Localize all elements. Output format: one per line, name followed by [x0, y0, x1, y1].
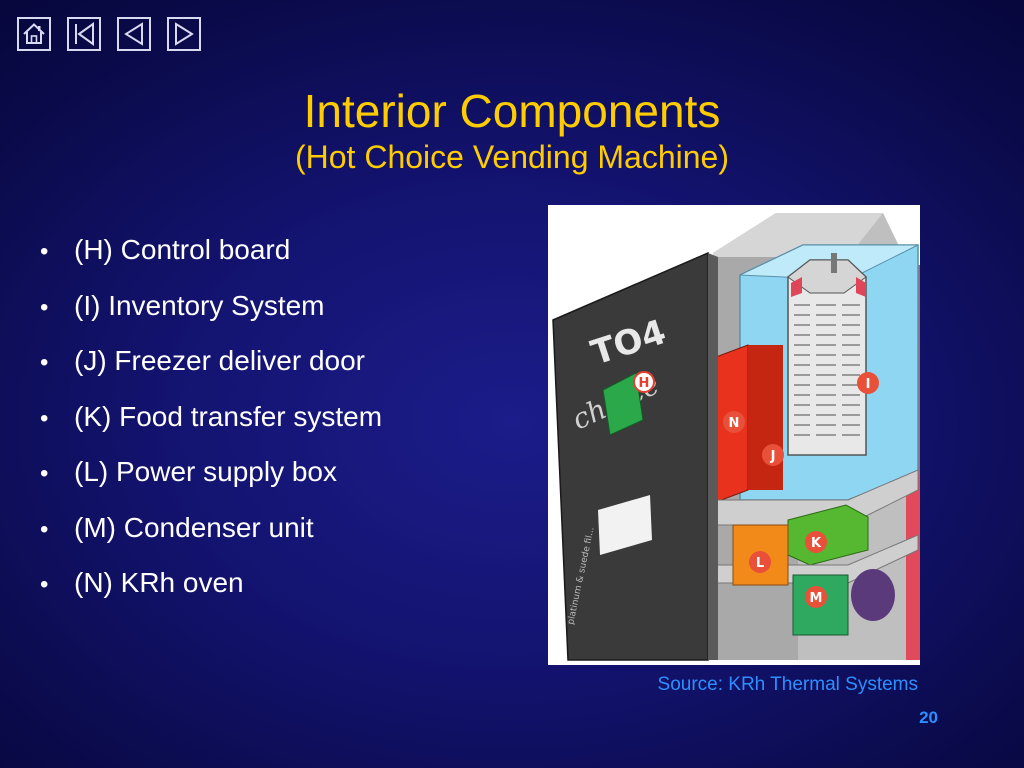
svg-text:N: N — [729, 416, 740, 431]
bullet-item: • (I) Inventory System — [40, 278, 382, 334]
callout-badges: H I J K L M N — [633, 371, 879, 608]
previous-slide-button[interactable] — [117, 17, 151, 51]
door-edge — [708, 253, 718, 660]
first-slide-button[interactable] — [67, 17, 101, 51]
svg-text:J: J — [770, 449, 776, 464]
control-board — [602, 372, 644, 436]
bullet-text: (J) Freezer deliver door — [74, 345, 365, 376]
title-block: Interior Components (Hot Choice Vending … — [0, 85, 1024, 177]
callout-j: J — [762, 444, 784, 466]
callout-l: L — [749, 551, 771, 573]
svg-text:K: K — [811, 536, 822, 551]
slide-navigation — [17, 17, 201, 51]
bullet-marker: • — [40, 515, 49, 543]
svg-text:I: I — [866, 377, 871, 392]
home-button[interactable] — [17, 17, 51, 51]
svg-text:H: H — [639, 376, 650, 391]
bullet-item: • (L) Power supply box — [40, 444, 382, 500]
home-icon — [23, 23, 45, 44]
bullet-marker: • — [40, 460, 49, 487]
callout-n: N — [723, 411, 745, 433]
bullet-text: (K) Food transfer system — [74, 400, 383, 432]
slide-title: Interior Components — [303, 85, 721, 137]
vending-machine-drawing: TO4 choice platinum & suede fil... H I J… — [552, 213, 920, 661]
bullet-item: • (H) Control board — [40, 222, 382, 278]
svg-text:L: L — [756, 556, 764, 571]
bullet-item: • (M) Condenser unit — [40, 500, 382, 556]
bullet-marker: • — [40, 238, 49, 265]
bullet-marker: • — [40, 404, 49, 432]
bullet-item: • (J) Freezer deliver door — [40, 333, 382, 389]
next-slide-icon — [175, 22, 194, 46]
bullet-item: • (K) Food transfer system — [40, 389, 382, 445]
bullet-item: • (N) KRh oven — [40, 555, 382, 611]
door-window — [598, 495, 652, 555]
tower-red-cap — [791, 277, 802, 297]
vending-machine-illustration: TO4 choice platinum & suede fil... H I J… — [548, 205, 920, 665]
bullet-list: • (H) Control board • (I) Inventory System… — [40, 222, 382, 611]
next-slide-button[interactable] — [167, 17, 201, 51]
callout-m: M — [805, 586, 827, 608]
bullet-text: (M) Condenser unit — [74, 511, 314, 543]
condenser-fan — [851, 569, 895, 621]
bullet-text: (L) Power supply box — [74, 456, 338, 487]
oven-side — [748, 345, 783, 490]
bullet-text: (N) KRh oven — [74, 567, 244, 598]
tower-slats — [794, 304, 860, 436]
page-number: 20 — [919, 708, 938, 727]
callout-i: I — [857, 372, 879, 394]
first-slide-icon — [75, 22, 94, 46]
previous-slide-icon — [124, 22, 143, 46]
bullet-marker: • — [40, 571, 49, 598]
tower-spindle — [831, 253, 837, 273]
bullet-marker: • — [40, 349, 49, 376]
bullet-text: (H) Control board — [74, 234, 291, 265]
tower-red-cap — [856, 277, 866, 297]
bullet-marker: • — [40, 293, 49, 321]
callout-k: K — [805, 531, 827, 553]
callout-h: H — [633, 371, 655, 393]
slide-subtitle: (Hot Choice Vending Machine) — [294, 139, 729, 175]
svg-text:M: M — [810, 591, 823, 606]
image-source-caption: Source: KRh Thermal Systems — [657, 674, 918, 695]
bullet-text: (I) Inventory System — [74, 289, 325, 321]
inventory-tower-top — [787, 259, 867, 294]
